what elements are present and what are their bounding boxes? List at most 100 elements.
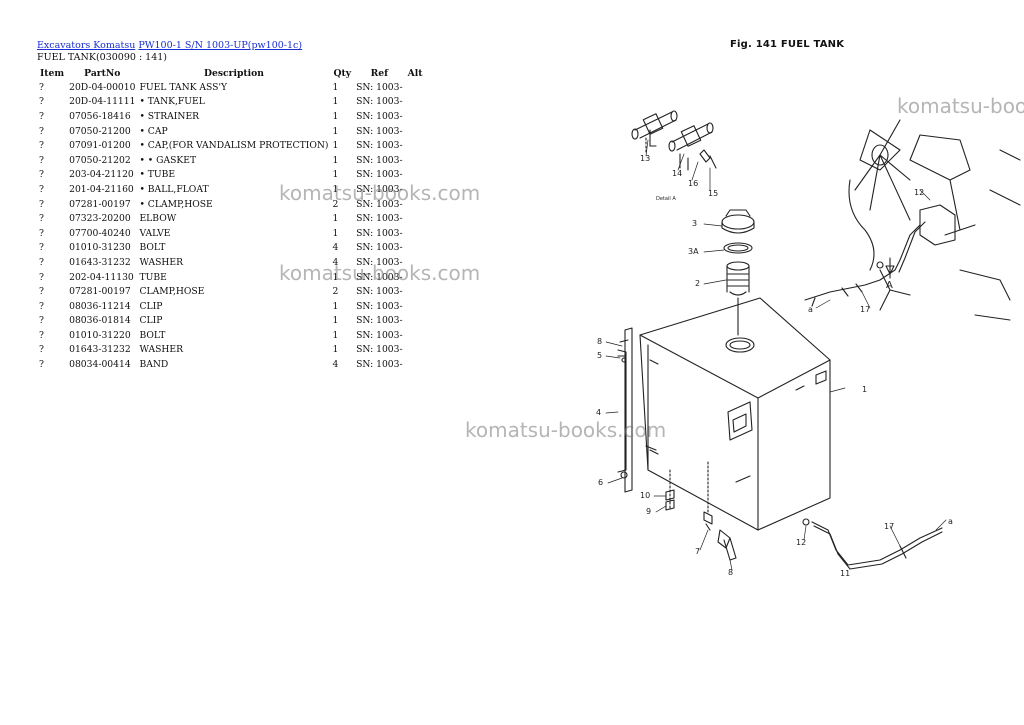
leader-lines bbox=[605, 139, 947, 571]
figure-title: Fig. 141 FUEL TANK bbox=[730, 39, 845, 50]
cell-partno: 08034-00414 bbox=[69, 359, 131, 371]
cell-description: • TUBE bbox=[139, 169, 176, 181]
cell-partno: 20D-04-00010 bbox=[69, 81, 136, 93]
callout-label: 9 bbox=[646, 507, 651, 516]
cell-partno: 201-04-21160 bbox=[69, 183, 134, 195]
cell-ref: SN: 1003- bbox=[356, 359, 403, 371]
callout-label: A bbox=[886, 280, 893, 291]
cell-qty: 1 bbox=[332, 213, 339, 225]
cell-alt bbox=[405, 314, 426, 329]
callout-label: 12 bbox=[914, 188, 924, 197]
cell-description: WASHER bbox=[139, 256, 184, 268]
callout-label: 13 bbox=[640, 154, 650, 163]
cell-partno: 07323-20200 bbox=[69, 213, 131, 225]
cell-item: ? bbox=[39, 169, 44, 181]
cell-alt bbox=[405, 109, 426, 124]
breadcrumb-link-category[interactable]: Excavators Komatsu bbox=[37, 40, 136, 51]
cell-partno: 07281-00197 bbox=[69, 198, 131, 210]
cell-ref: SN: 1003- bbox=[356, 242, 403, 254]
cell-partno: 01010-31230 bbox=[69, 242, 131, 254]
cell-item: ? bbox=[39, 256, 44, 268]
cell-item: ? bbox=[39, 198, 44, 210]
cell-alt bbox=[405, 80, 426, 95]
detail-label: Detail A bbox=[656, 196, 676, 202]
drain-valve-drawing bbox=[665, 461, 737, 561]
cell-description: FUEL TANK ASS'Y bbox=[139, 81, 228, 93]
table-header-row: Item PartNo Description Qty Ref Alt bbox=[37, 66, 425, 80]
callout-label: 17 bbox=[884, 522, 894, 531]
cell-item: ? bbox=[39, 183, 44, 195]
watermark: komatsu-books.com bbox=[279, 181, 481, 205]
cell-alt bbox=[405, 299, 426, 314]
callout-label: 12 bbox=[796, 538, 806, 547]
cell-description: • CLAMP,HOSE bbox=[139, 198, 213, 210]
cell-qty: 4 bbox=[332, 256, 339, 268]
callout-label: 2 bbox=[695, 279, 700, 288]
cell-alt bbox=[405, 211, 426, 226]
cell-alt bbox=[405, 124, 426, 139]
callout-label: 15 bbox=[708, 189, 718, 198]
cell-description: • CAP bbox=[139, 125, 168, 137]
cell-partno: 07281-00197 bbox=[69, 286, 131, 298]
callout-label: 17 bbox=[860, 305, 870, 314]
engine-fan-drawing bbox=[848, 119, 1021, 321]
cell-description: WASHER bbox=[139, 344, 184, 356]
cell-ref: SN: 1003- bbox=[356, 344, 403, 356]
callout-label: 5 bbox=[597, 351, 602, 360]
cell-ref: SN: 1003- bbox=[356, 271, 403, 283]
cell-item: ? bbox=[39, 96, 44, 108]
cell-partno: 01643-31232 bbox=[69, 344, 131, 356]
callout-label: 16 bbox=[688, 179, 698, 188]
cell-qty: 2 bbox=[332, 286, 339, 298]
cell-ref: SN: 1003- bbox=[356, 81, 403, 93]
cell-qty: 1 bbox=[332, 81, 339, 93]
col-header-description: Description bbox=[204, 67, 264, 79]
cell-item: ? bbox=[39, 110, 44, 122]
col-header-partno: PartNo bbox=[84, 67, 121, 79]
cell-item: ? bbox=[39, 271, 44, 283]
cell-item: ? bbox=[39, 227, 44, 239]
cell-ref: SN: 1003- bbox=[356, 183, 403, 195]
cell-item: ? bbox=[39, 242, 44, 254]
cell-ref: SN: 1003- bbox=[356, 198, 403, 210]
cell-qty: 1 bbox=[332, 300, 339, 312]
watermark: komatsu-books.com bbox=[279, 261, 481, 285]
callout-label: 10 bbox=[640, 491, 650, 500]
page-subtitle: FUEL TANK(030090 : 141) bbox=[37, 52, 167, 63]
cell-description: ELBOW bbox=[139, 213, 177, 225]
callout-label: a bbox=[808, 305, 813, 314]
cell-partno: 07050-21202 bbox=[69, 154, 131, 166]
cell-item: ? bbox=[39, 125, 44, 137]
breadcrumb-link-model[interactable]: PW100-1 S/N 1003-UP(pw100-1c) bbox=[138, 40, 303, 51]
callout-label: 4 bbox=[596, 408, 601, 417]
cell-partno: 07700-40240 bbox=[69, 227, 131, 239]
cell-alt bbox=[405, 138, 426, 153]
cell-description: CLAMP,HOSE bbox=[139, 286, 205, 298]
cell-alt bbox=[405, 241, 426, 256]
watermark: komatsu-books.com bbox=[465, 418, 667, 442]
cell-item: ? bbox=[39, 286, 44, 298]
cell-qty: 1 bbox=[332, 96, 339, 108]
cell-partno: 08036-11214 bbox=[69, 300, 131, 312]
tank-body-drawing bbox=[639, 297, 831, 531]
cell-description: • • GASKET bbox=[139, 154, 197, 166]
cell-partno: 20D-04-11111 bbox=[69, 96, 136, 108]
cell-description: VALVE bbox=[139, 227, 171, 239]
cell-alt bbox=[405, 226, 426, 241]
fuel-cap-drawing bbox=[721, 209, 755, 336]
callout-label: 3A bbox=[688, 247, 699, 256]
cell-qty: 1 bbox=[332, 344, 339, 356]
callout-labels: 13 14 16 15 12 3 3A 2 A a 17 8 5 1 4 6 1… bbox=[596, 154, 953, 578]
callout-label: 1 bbox=[862, 385, 867, 394]
